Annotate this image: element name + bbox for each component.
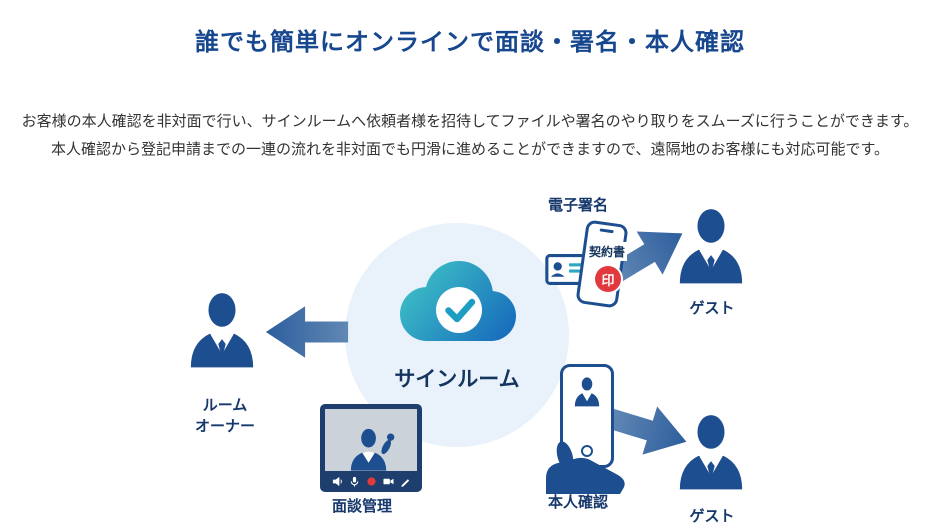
- record-icon: [366, 477, 376, 486]
- page-title: 誰でも簡単にオンラインで面談・署名・本人確認: [195, 29, 745, 56]
- camera-icon: [382, 478, 394, 485]
- hand-icon: [538, 432, 632, 494]
- esign-label: 電子署名: [547, 197, 608, 214]
- camera-shutter-icon: [581, 445, 593, 457]
- description-line-2: 本人確認から登記申請までの一連の流れを非対面でも円滑に進めることができますので、…: [51, 141, 889, 158]
- guest-bottom-label: ゲスト: [689, 508, 735, 525]
- video-call-window: [320, 404, 422, 492]
- signroom-label: サインルーム: [394, 368, 520, 391]
- room-owner-label-line1: ルーム: [202, 397, 248, 414]
- speaker-icon: [332, 476, 342, 487]
- phone-screen-person-icon: [574, 377, 600, 407]
- esign-icon-group: 契約書 印: [545, 219, 651, 320]
- cloud-check-icon: [400, 261, 516, 341]
- identity-icon-group: [546, 364, 628, 494]
- guest-bottom-person-icon: [670, 402, 752, 498]
- phone-notch: [599, 228, 614, 234]
- video-screen: [325, 409, 417, 471]
- interview-label: 面談管理: [331, 498, 392, 515]
- room-owner-label: ルーム オーナー: [163, 395, 287, 437]
- arrow-to-guest-bottom-icon: [600, 391, 697, 469]
- room-owner-person-icon: [181, 280, 263, 376]
- mic-icon: [350, 476, 358, 487]
- guest-top-person-icon: [670, 196, 752, 292]
- pen-icon: [400, 479, 409, 487]
- arrow-to-guest-top-icon: [598, 208, 699, 299]
- identity-label: 本人確認: [547, 494, 608, 511]
- description-line-1: お客様の本人確認を非対面で行い、サインルームへ依頼者様を招待してファイルや署名の…: [21, 113, 919, 130]
- arrow-to-owner-icon: [264, 303, 350, 361]
- guest-top-label: ゲスト: [689, 300, 735, 317]
- video-person-icon: [350, 428, 395, 471]
- esign-phone-icon: [575, 219, 629, 309]
- video-controls-bar: [325, 471, 417, 492]
- room-owner-label-line2: オーナー: [194, 418, 255, 435]
- seal-stamp-icon: 印: [595, 266, 621, 292]
- contract-label: 契約書: [587, 242, 628, 261]
